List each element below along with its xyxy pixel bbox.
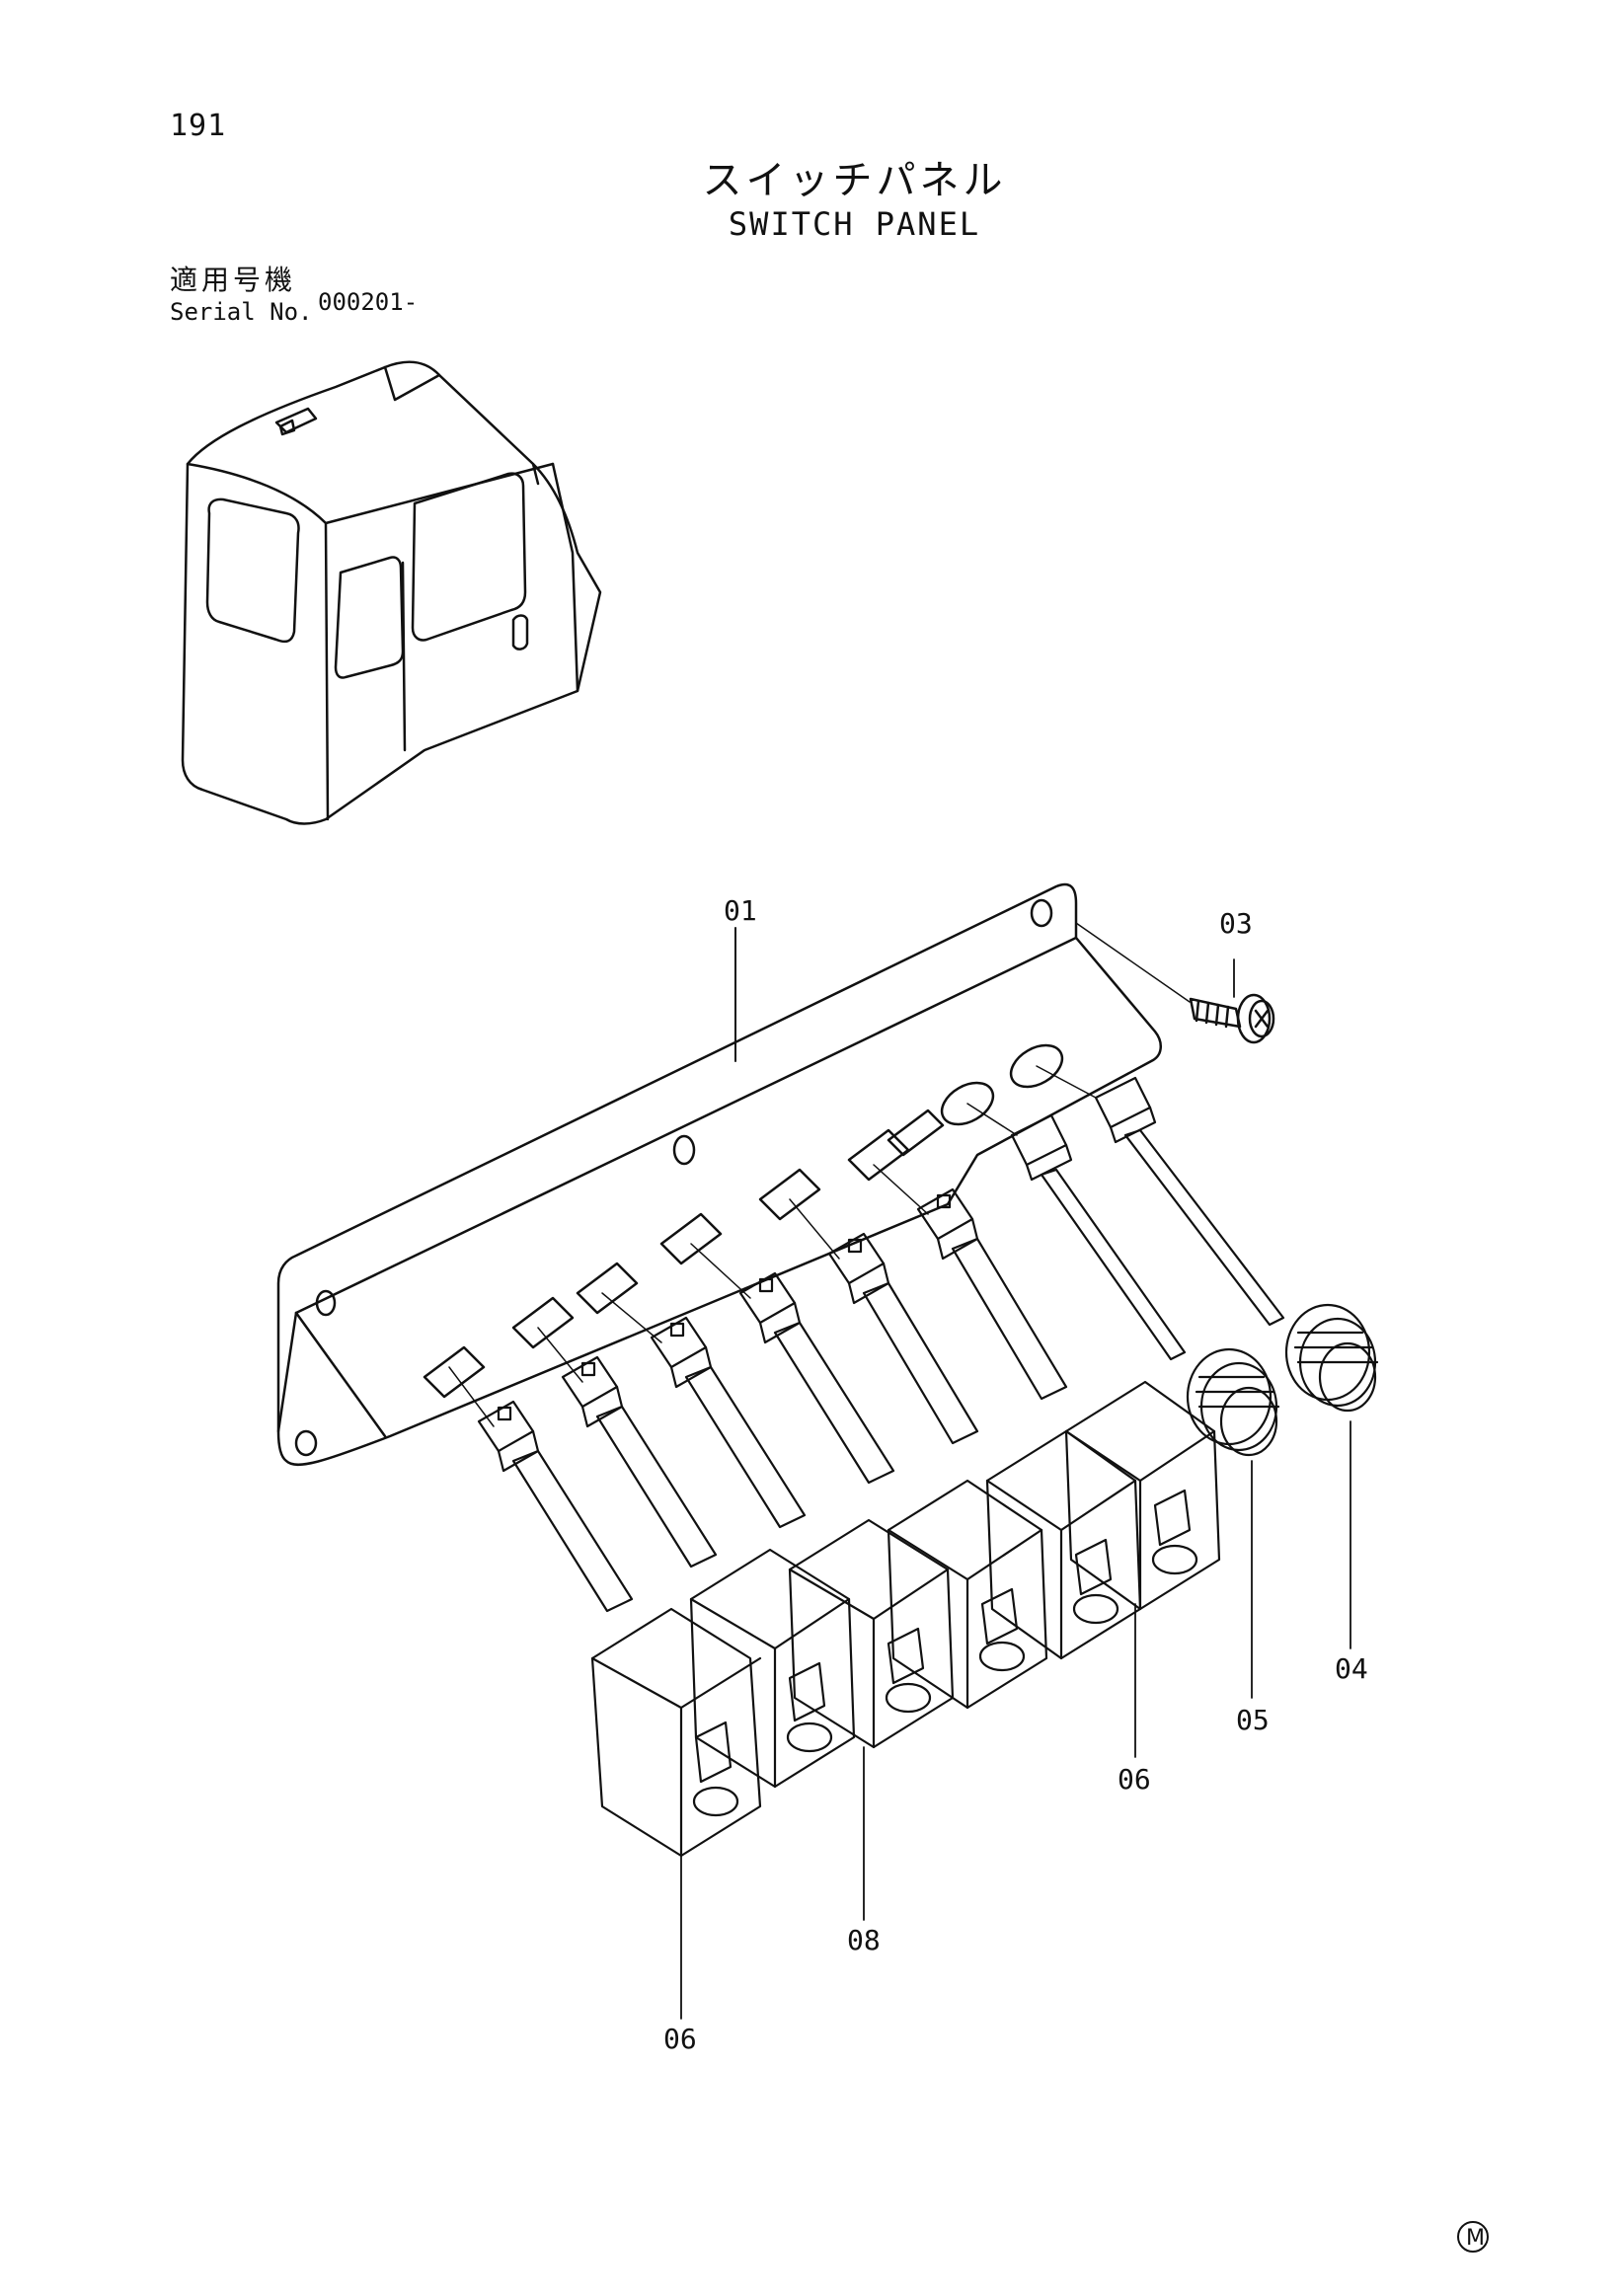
serial-label-japanese: 適用号機 <box>170 264 297 296</box>
callout-05: 05 <box>1236 1704 1270 1736</box>
page-title-japanese: スイッチパネル <box>702 158 1007 203</box>
serial-number-value: 000201- <box>318 288 419 316</box>
switch-harness-group <box>448 1065 1379 1858</box>
serial-label-english: Serial No. <box>170 298 313 326</box>
page-title-english: SWITCH PANEL <box>728 205 981 243</box>
callout-01: 01 <box>724 894 757 927</box>
rocker-switch-1 <box>590 1607 762 1858</box>
round-switch-05 <box>1186 1347 1280 1457</box>
callout-06-bottom: 06 <box>663 2023 697 2055</box>
rocker-switch-2 <box>689 1548 856 1789</box>
corner-mark: M <box>1466 2226 1485 2251</box>
screw-part-03 <box>1075 922 1275 1044</box>
callout-04: 04 <box>1335 1652 1368 1685</box>
round-switch-04 <box>1284 1303 1379 1413</box>
page-number: 191 <box>170 109 227 143</box>
rocker-switch-6 <box>1064 1380 1221 1611</box>
callout-06-right: 06 <box>1118 1763 1151 1796</box>
rocker-switch-4 <box>887 1479 1048 1710</box>
callout-03: 03 <box>1219 907 1253 940</box>
switch-panel-plate <box>276 882 1162 1467</box>
callout-08: 08 <box>847 1924 881 1956</box>
cab-illustration <box>181 360 602 825</box>
